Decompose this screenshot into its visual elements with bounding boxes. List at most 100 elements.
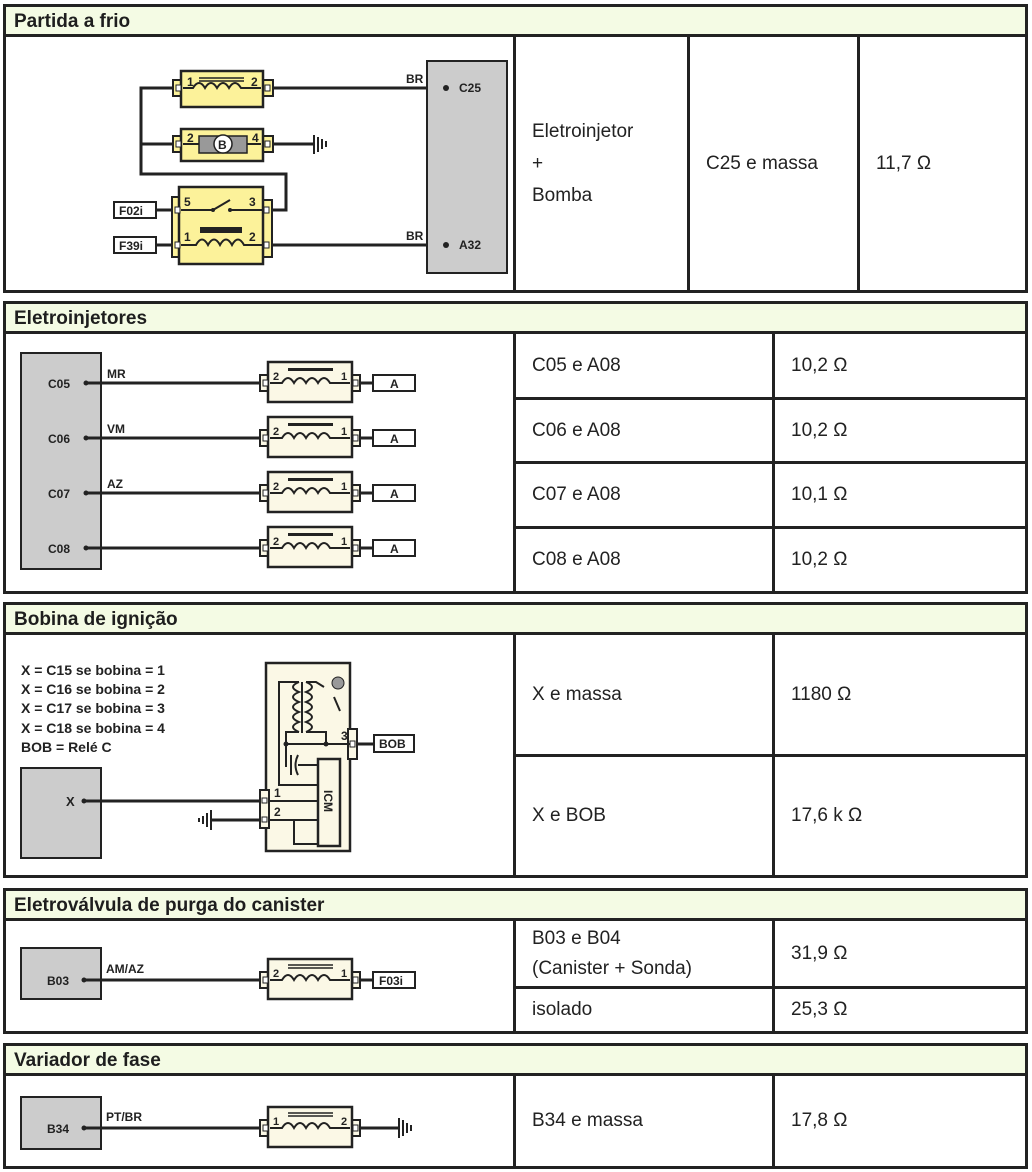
- terminals-cell: C05 e A08: [532, 354, 621, 376]
- terminals-cell: C25 e massa: [706, 152, 818, 174]
- pin-label: 2: [273, 426, 279, 438]
- pin-label: 2: [273, 968, 279, 980]
- terminals-line: B03 e B04: [532, 927, 621, 949]
- pin-label: 1: [341, 536, 347, 548]
- wire-color-label: MR: [107, 367, 126, 381]
- wire-color-label: VM: [107, 422, 125, 436]
- pin-label: 1: [187, 75, 194, 89]
- pin-label: 1: [273, 1116, 279, 1128]
- resistance-value: 11,7 Ω: [876, 152, 932, 174]
- terminals-cell: X e BOB: [532, 805, 606, 826]
- pin-label: 2: [341, 1116, 347, 1128]
- target-label: A: [390, 542, 399, 556]
- section-partida-a-frio: Partida a frio: [3, 4, 1028, 293]
- section-header: Eletroválvula de purga do canister: [6, 891, 1025, 921]
- terminal: [262, 434, 269, 442]
- terminal: [352, 489, 359, 497]
- wire-color-label: AM/AZ: [106, 962, 144, 976]
- section-title: Variador de fase: [14, 1050, 161, 1071]
- core-bar: [288, 423, 333, 426]
- pin-label: 2: [187, 131, 194, 145]
- component-line: Bomba: [532, 184, 593, 206]
- phase-variator-schematic: B34 PT/BR 1 2: [20, 1096, 412, 1150]
- ignition-schematic: X = C15 se bobina = 1 X = C16 se bobina …: [20, 661, 415, 859]
- pin-label: 1: [341, 426, 347, 438]
- module-label: ICM: [321, 790, 335, 812]
- relay-input-label: F02i: [119, 204, 143, 218]
- resistance-value: 25,3 Ω: [791, 999, 848, 1020]
- divider: [857, 37, 860, 290]
- divider: [687, 37, 690, 290]
- terminal: [262, 544, 269, 552]
- section-bobina-de-ignicao: Bobina de ignição X = C15 se bobina = 1 …: [3, 602, 1028, 878]
- target-label: A: [390, 487, 399, 501]
- coil-winding: [270, 487, 350, 495]
- core-bar: [288, 533, 333, 536]
- section-title: Partida a frio: [14, 11, 131, 32]
- valve-component: 2 1: [259, 957, 361, 1001]
- resistance-value: 10,2 Ω: [791, 354, 848, 376]
- section-header: Variador de fase: [6, 1046, 1025, 1076]
- component-line: Eletroinjetor: [532, 120, 634, 142]
- solenoid-component: 1 2: [259, 1105, 361, 1149]
- pin-label: 2: [273, 371, 279, 383]
- terminal: [352, 544, 359, 552]
- terminals-cell: C06 e A08: [532, 419, 621, 441]
- note-line: X = C16 se bobina = 2: [21, 681, 165, 697]
- resistance-value: 10,1 Ω: [791, 484, 848, 505]
- divider: [772, 635, 775, 875]
- wire-color-label: AZ: [107, 477, 123, 491]
- component-line: +: [532, 152, 544, 174]
- target-label: A: [390, 432, 399, 446]
- pin-label: 1: [341, 968, 347, 980]
- section-purga-canister: Eletroválvula de purga do canister B03 A…: [3, 888, 1028, 1034]
- pin-label: 2: [251, 75, 258, 89]
- ground-icon: [198, 810, 212, 830]
- output-label: BOB: [379, 737, 406, 751]
- core-bar: [288, 368, 333, 371]
- note-line: BOB = Relé C: [21, 739, 112, 755]
- core-bar: [288, 478, 333, 481]
- divider: [772, 334, 775, 591]
- wiring-diagram: B03 AM/AZ 2 1 F03i: [6, 921, 516, 1034]
- terminals-cell: B03 e B04 (Canister + Sonda): [516, 921, 772, 986]
- wire-color-label: BR: [406, 229, 424, 243]
- resistance-value: 17,6 k Ω: [791, 805, 863, 826]
- injector-component: 1 2: [172, 69, 274, 109]
- pin-label: 5: [184, 195, 191, 209]
- ecu-pin-label: B03: [47, 974, 69, 988]
- terminal: [352, 379, 359, 387]
- canister-schematic: B03 AM/AZ 2 1 F03i: [20, 947, 416, 1001]
- section-header: Bobina de ignição: [6, 605, 1025, 635]
- wiring-diagram: 1 2 B 2 4: [6, 37, 516, 293]
- target-box: [372, 429, 416, 447]
- pin-label: 3: [341, 729, 348, 743]
- pin-label: 1: [341, 371, 347, 383]
- pin-label: 1: [184, 230, 191, 244]
- wire-color-label: BR: [406, 72, 424, 86]
- resistance-value: 10,2 Ω: [791, 419, 848, 441]
- section-title: Eletroinjetores: [14, 308, 148, 329]
- ecu-pin-label: B34: [47, 1122, 69, 1136]
- wiring-diagram: X = C15 se bobina = 1 X = C16 se bobina …: [6, 635, 516, 878]
- section-header: Partida a frio: [6, 7, 1025, 37]
- terminals-cell: C07 e A08: [532, 484, 621, 505]
- relay-component: 5 3 1 2: [171, 185, 273, 266]
- pump-label: B: [218, 138, 227, 152]
- terminals-cell: isolado: [532, 999, 593, 1020]
- note-line: X = C15 se bobina = 1: [21, 662, 165, 678]
- fuel-pump-component: B 2 4: [172, 127, 274, 163]
- pin-label: 4: [252, 131, 259, 145]
- ecu-pin-label: C05: [48, 377, 70, 391]
- note-line: X = C18 se bobina = 4: [21, 720, 165, 736]
- pin-label: 2: [273, 536, 279, 548]
- terminal: [352, 434, 359, 442]
- component-cell: Eletroinjetor + Bomba: [516, 37, 687, 290]
- target-box: [372, 484, 416, 502]
- wiring-diagram: B34 PT/BR 1 2: [6, 1076, 516, 1169]
- ecu-pin-label: C08: [48, 542, 70, 556]
- pin-label: 1: [341, 481, 347, 493]
